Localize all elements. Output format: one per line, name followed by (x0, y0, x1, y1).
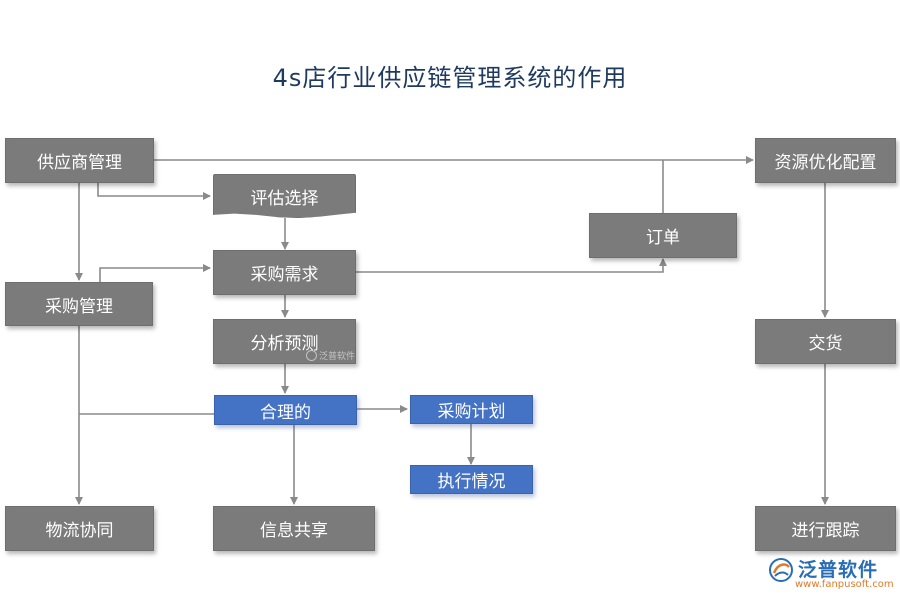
node-purchase-plan: 采购计划 (410, 395, 533, 424)
node-purchase-demand: 采购需求 (213, 250, 356, 295)
diagram-title: 4s店行业供应链管理系统的作用 (272, 64, 628, 92)
edge-purchase-mgmt-to-demand (99, 264, 211, 282)
node-purchase-management: 采购管理 (5, 282, 153, 326)
node-tracking: 进行跟踪 (755, 506, 896, 551)
edge-demand-to-order (356, 258, 667, 273)
node-supplier-management: 供应商管理 (5, 138, 154, 183)
node-logistics-collaboration: 物流协同 (5, 506, 154, 551)
node-execution-status: 执行情况 (410, 465, 533, 494)
edge-supplier-to-evaluate (97, 183, 211, 200)
node-evaluate-select: 评估选择 (213, 174, 356, 218)
node-info-sharing: 信息共享 (213, 506, 375, 551)
fanpu-logo: 泛普软件 www.fanpusoft.com (768, 555, 894, 595)
node-reasonable: 合理的 (214, 395, 357, 425)
fanpu-logo-icon (769, 558, 793, 582)
watermark-logo-icon (306, 350, 317, 361)
node-analysis-forecast: 分析预测 (213, 319, 356, 364)
logo-url: www.fanpusoft.com (795, 579, 894, 590)
watermark-center: 泛普软件 (306, 349, 355, 362)
logo-name: 泛普软件 (798, 559, 879, 581)
node-delivery: 交货 (755, 319, 896, 364)
watermark-text: 泛普软件 (319, 352, 356, 362)
node-order: 订单 (589, 213, 737, 258)
node-resource-optimization: 资源优化配置 (755, 138, 896, 183)
